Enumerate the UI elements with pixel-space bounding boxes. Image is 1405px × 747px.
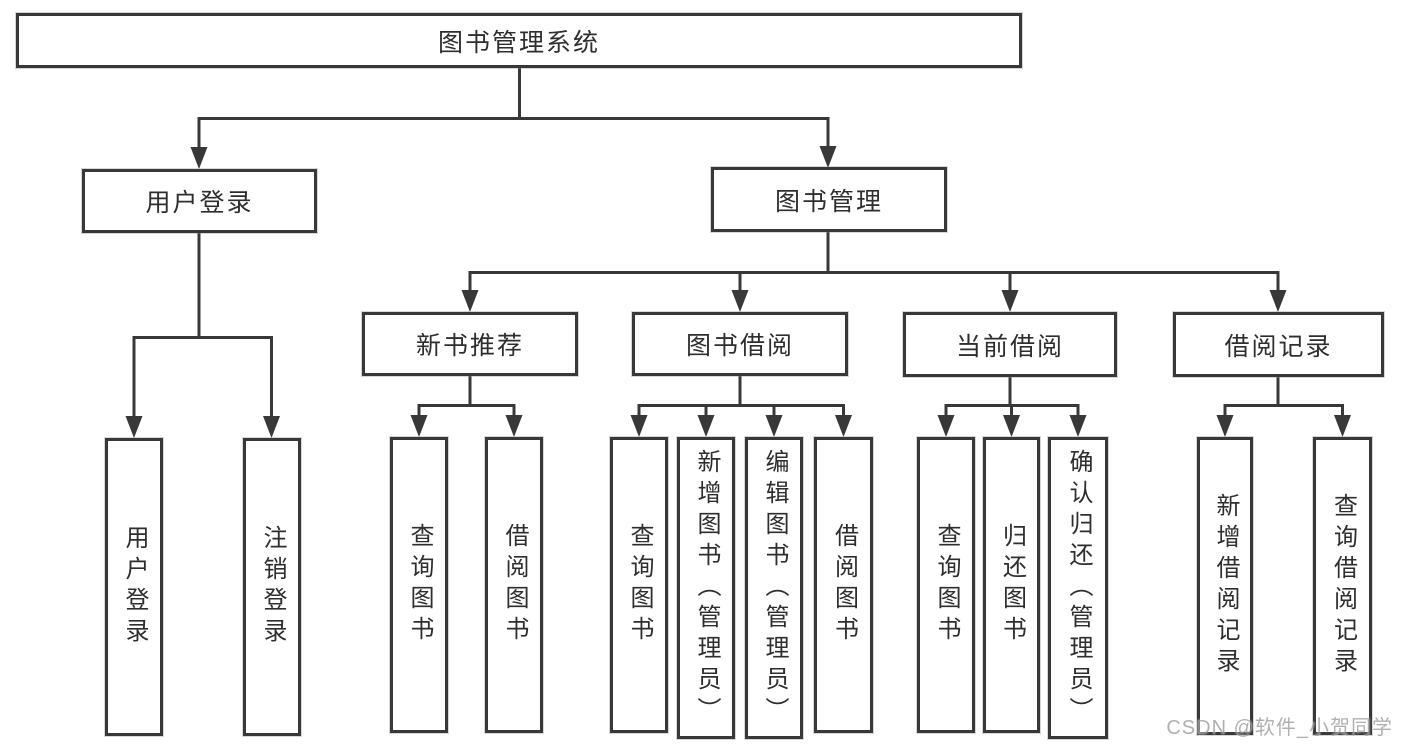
node-user-login: 用户登录 (82, 169, 317, 233)
node-borrow-edit-book-admin: 编辑图书（管理员） (745, 437, 803, 739)
node-borrow-records: 借阅记录 (1173, 312, 1384, 377)
node-new-book-recommend: 新书推荐 (362, 312, 578, 376)
node-recommend-borrow-book: 借阅图书 (485, 437, 543, 733)
node-current-query-book: 查询图书 (917, 437, 975, 733)
node-book-manage: 图书管理 (711, 167, 947, 232)
node-borrow-borrow-book: 借阅图书 (814, 437, 873, 733)
node-leaf-logout: 注销登录 (243, 438, 301, 736)
node-current-borrow: 当前借阅 (903, 312, 1117, 377)
node-current-confirm-return-admin: 确认归还（管理员） (1048, 437, 1108, 739)
node-book-borrow: 图书借阅 (632, 312, 848, 376)
csdn-watermark: CSDN @软件_小贺同学 (1166, 717, 1393, 739)
node-recommend-query-book: 查询图书 (390, 437, 448, 733)
node-leaf-user-login: 用户登录 (105, 438, 163, 736)
node-current-return-book: 归还图书 (983, 437, 1040, 733)
node-records-add-record: 新增借阅记录 (1197, 437, 1253, 735)
node-records-query-record: 查询借阅记录 (1313, 437, 1372, 735)
node-root-library-system: 图书管理系统 (16, 13, 1022, 68)
node-borrow-add-book-admin: 新增图书（管理员） (677, 437, 735, 739)
node-borrow-query-book: 查询图书 (610, 437, 668, 733)
